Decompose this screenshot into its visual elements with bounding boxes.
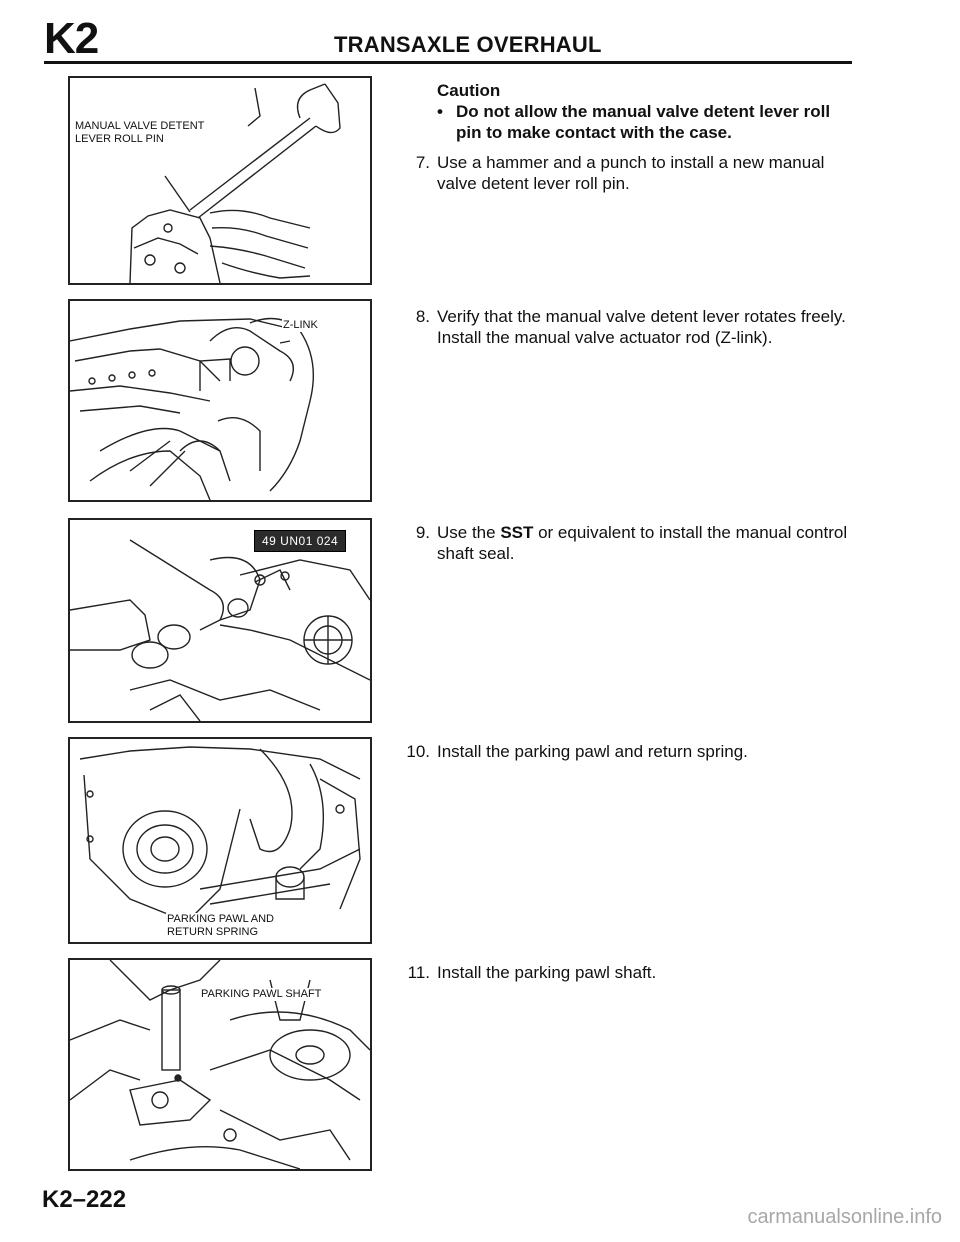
figure-parking-pawl-shaft: PARKING PAWL SHAFT xyxy=(68,958,372,1171)
watermark: carmanualsonline.info xyxy=(747,1206,942,1228)
z-link-illustration xyxy=(70,317,315,500)
parking-pawl-spring-illustration xyxy=(79,746,361,920)
header-divider xyxy=(44,61,852,64)
z-link-label: Z-LINK xyxy=(282,319,319,332)
step-number: 11. xyxy=(407,963,430,982)
caution-heading: Caution xyxy=(437,81,501,100)
seal-installer-illustration xyxy=(70,539,370,721)
figure-roll-pin-installation: MANUAL VALVE DETENT LEVER ROLL PIN xyxy=(68,76,372,285)
step-number: 7. xyxy=(415,153,430,172)
step-10: 10. Install the parking pawl and return … xyxy=(400,741,855,762)
step-number: 8. xyxy=(415,307,430,326)
caution-block: Caution • Do not allow the manual valve … xyxy=(400,80,855,143)
figure-z-link-installation: Z-LINK xyxy=(68,299,372,502)
parking-pawl-shaft-label: PARKING PAWL SHAFT xyxy=(200,988,323,1001)
sst-term: SST xyxy=(500,523,534,542)
step-number: 10. xyxy=(406,742,430,761)
page-header: K2 TRANSAXLE OVERHAUL xyxy=(44,14,852,63)
step-text: Install the parking pawl and return spri… xyxy=(437,742,748,761)
step-number: 9. xyxy=(415,523,430,542)
step-11: 11. Install the parking pawl shaft. xyxy=(400,962,855,983)
step-8: 8. Verify that the manual valve detent l… xyxy=(400,306,855,348)
section-code: K2 xyxy=(44,14,99,63)
parking-pawl-spring-label: PARKING PAWL AND RETURN SPRING xyxy=(166,913,275,939)
parking-pawl-shaft-illustration xyxy=(70,960,370,1169)
step-text: Verify that the manual valve detent leve… xyxy=(437,307,846,347)
figure-parking-pawl-spring: PARKING PAWL AND RETURN SPRING xyxy=(68,737,372,944)
step-text: Use the SST or equivalent to install the… xyxy=(437,523,848,563)
step-text: Use a hammer and a punch to install a ne… xyxy=(437,153,825,193)
caution-item: • Do not allow the manual valve detent l… xyxy=(400,101,855,143)
page-number: K2–222 xyxy=(42,1186,127,1213)
step-text: Install the parking pawl shaft. xyxy=(437,963,657,982)
roll-pin-illustration xyxy=(129,83,341,283)
step-9: 9. Use the SST or equivalent to install … xyxy=(400,522,855,564)
caution-text: Do not allow the manual valve detent lev… xyxy=(456,102,831,142)
figure-seal-installation: 49 UN01 024 xyxy=(68,518,372,723)
section-title: TRANSAXLE OVERHAUL xyxy=(334,32,602,57)
roll-pin-label: MANUAL VALVE DETENT LEVER ROLL PIN xyxy=(74,120,206,146)
sst-number-badge: 49 UN01 024 xyxy=(254,530,347,552)
bullet-icon: • xyxy=(437,102,443,121)
step-7: 7. Use a hammer and a punch to install a… xyxy=(400,152,855,194)
